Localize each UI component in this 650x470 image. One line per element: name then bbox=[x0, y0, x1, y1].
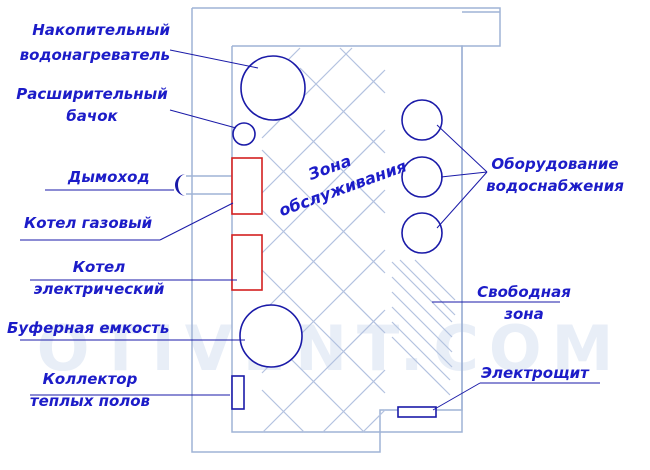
label-free-zone-line-1: Свободная bbox=[477, 283, 571, 301]
label-floor-collector: Коллектор теплых полов bbox=[10, 370, 170, 411]
label-water-heater: Накопительный водонагреватель bbox=[10, 21, 170, 65]
label-water-heater-line-2: водонагреватель bbox=[19, 46, 170, 64]
label-free-zone-line-2: зона bbox=[504, 305, 544, 323]
label-electric-panel: Электрощит bbox=[481, 364, 589, 382]
floor-collector-symbol bbox=[231, 375, 245, 410]
equipment bbox=[231, 55, 443, 418]
watermark-text: OTIVENT.COM bbox=[37, 312, 624, 385]
buffer-tank-symbol bbox=[239, 304, 303, 368]
walls bbox=[186, 7, 501, 453]
label-water-equipment-line-1: Оборудование bbox=[491, 155, 619, 173]
water-equipment-symbol-2 bbox=[401, 156, 443, 198]
label-electric-boiler-line-1: Котел bbox=[72, 258, 126, 276]
label-water-heater-line-1: Накопительный bbox=[32, 21, 170, 39]
electric-boiler-symbol bbox=[231, 234, 263, 291]
outer-wall bbox=[191, 7, 501, 453]
boilers bbox=[231, 157, 263, 291]
label-gas-boiler: Котел газовый bbox=[24, 214, 153, 232]
label-floor-collector-line-1: Коллектор bbox=[42, 370, 138, 388]
label-free-zone: Свободная зона bbox=[464, 283, 584, 324]
expansion-tank-symbol bbox=[232, 122, 256, 146]
label-expansion-tank: Расширительный бачок bbox=[6, 85, 178, 126]
electric-panel-symbol bbox=[397, 406, 437, 418]
water-heater-symbol bbox=[240, 55, 306, 121]
free-zone-hatch bbox=[391, 259, 456, 396]
label-buffer-tank: Буферная емкость bbox=[7, 319, 170, 337]
label-electric-boiler-line-2: электрический bbox=[33, 280, 165, 298]
label-chimney: Дымоход bbox=[68, 168, 150, 186]
gas-boiler-symbol bbox=[231, 157, 263, 215]
label-water-equipment-line-2: водоснабжения bbox=[486, 177, 624, 195]
label-electric-boiler: Котел электрический bbox=[14, 258, 184, 299]
inner-wall bbox=[231, 45, 463, 433]
label-expansion-tank-line-1: Расширительный bbox=[16, 85, 168, 103]
water-equipment-symbol-1 bbox=[401, 99, 443, 141]
label-water-equipment: Оборудование водоснабжения bbox=[475, 155, 635, 196]
chimney-icon bbox=[175, 174, 186, 196]
water-equipment-symbol-3 bbox=[401, 212, 443, 254]
label-expansion-tank-line-2: бачок bbox=[66, 107, 118, 125]
leader-lines bbox=[20, 49, 600, 411]
label-floor-collector-line-2: теплых полов bbox=[29, 392, 151, 410]
